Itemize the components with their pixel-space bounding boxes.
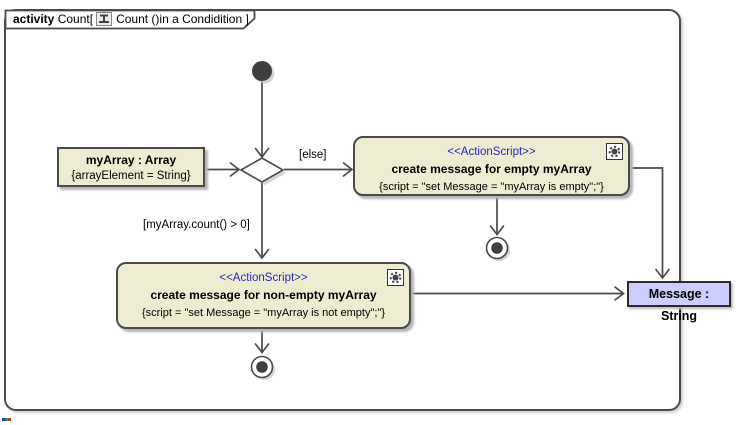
action-node-empty[interactable]: <<ActionScript>> create message for empt… [353,136,630,196]
empty-action-stereotype: <<ActionScript>> [447,146,536,158]
activity-frame-border [4,9,681,411]
behavior-gear-icon [387,269,404,291]
decision-node[interactable] [239,157,286,185]
action-node-nonempty[interactable]: <<ActionScript>> create message for non-… [116,262,411,329]
frame-keyword: activity [13,12,55,26]
message-title: Message : String [648,287,710,323]
edge-empty-action-to-message[interactable] [630,167,670,280]
edge-decision-to-nonempty-action[interactable] [254,182,270,260]
frame-diagram-name: Count ()in a Condidition [116,12,243,26]
screen-edge-artifact [2,418,14,421]
object-node-myarray[interactable]: myArray : Array {arrayElement = String} [57,147,205,187]
empty-action-script: {script = "set Message = "myArray is emp… [379,181,604,193]
object-node-message[interactable]: Message : String [627,281,731,323]
edge-nonempty-action-to-final[interactable] [254,329,270,354]
frame-name: Count[ [57,12,94,26]
initial-node[interactable] [252,61,275,84]
frame-header-label[interactable]: activity Count[Count ()in a Condidition … [13,12,249,27]
nonempty-action-script: {script = "set Message = "myArray is not… [141,307,386,319]
frame-closing-bracket: ] [245,12,249,26]
edge-initial-to-decision[interactable] [254,81,270,159]
edge-empty-action-to-final[interactable] [489,196,505,236]
edge-myarray-to-decision[interactable] [205,162,241,177]
myarray-title: myArray : Array [85,153,177,167]
behavior-gear-icon [606,143,623,165]
edge-nonempty-action-to-message[interactable] [411,286,625,301]
frame-header-tab[interactable] [4,9,256,30]
final-node-nonempty-branch[interactable] [250,355,276,381]
nonempty-action-name: create message for non-empty myArray [150,288,377,302]
empty-action-name: create message for empty myArray [391,162,592,176]
final-node-empty-branch[interactable] [485,236,511,262]
count-guard-label[interactable]: [myArray.count() > 0] [143,219,250,231]
else-guard-label[interactable]: [else] [299,149,327,161]
myarray-constraint: {arrayElement = String} [71,170,191,182]
edge-decision-to-empty-action[interactable] [284,162,354,177]
activity-diagram-icon [96,12,113,30]
nonempty-action-stereotype: <<ActionScript>> [219,272,308,284]
